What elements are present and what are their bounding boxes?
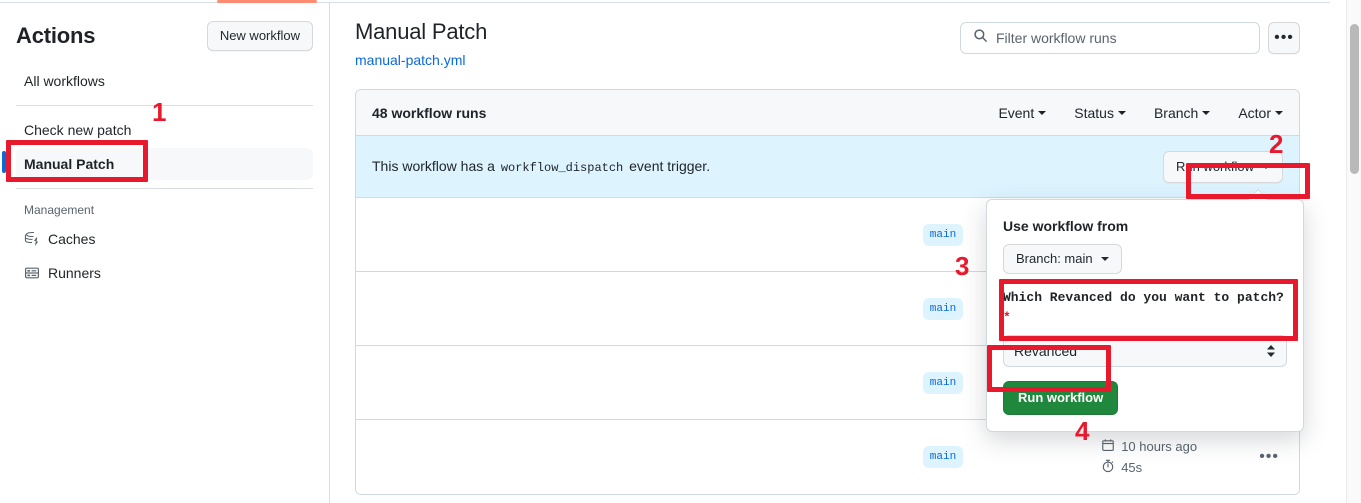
filter-label: Actor xyxy=(1238,104,1271,121)
run-branch-cell: main xyxy=(793,223,1093,246)
sidebar-item-label: Manual Patch xyxy=(24,156,115,172)
run-workflow-popover: Use workflow from Branch: main Which Rev… xyxy=(986,189,1304,432)
top-divider xyxy=(0,2,1330,3)
runners-icon xyxy=(24,265,40,281)
sidebar-item-all-workflows[interactable]: All workflows xyxy=(16,65,313,97)
page-title: Actions xyxy=(16,23,96,48)
revanced-select-value: Revanced xyxy=(1014,343,1078,359)
dispatch-banner-text: This workflow has a workflow_dispatch ev… xyxy=(372,158,710,175)
use-workflow-from-label: Use workflow from xyxy=(1003,218,1129,234)
search-icon xyxy=(973,28,988,48)
table-row[interactable]: main xyxy=(356,420,1299,494)
active-tab-indicator xyxy=(217,0,317,3)
runs-filter-group: Event Status Branch Actor xyxy=(998,105,1283,121)
revanced-select[interactable]: Revanced xyxy=(1003,335,1287,367)
branch-badge[interactable]: main xyxy=(922,371,964,394)
runs-toolbar: 48 workflow runs Event Status Branch xyxy=(356,90,1299,136)
chevron-down-icon xyxy=(1100,257,1109,261)
run-meta-cell: 10 hours ago xyxy=(1093,438,1283,476)
main-header: Manual Patch manual-patch.yml ••• xyxy=(355,3,1330,71)
run-branch-cell: main xyxy=(793,371,1093,394)
branch-badge[interactable]: main xyxy=(922,297,964,320)
filter-label: Event xyxy=(998,104,1035,121)
run-times: 10 hours ago xyxy=(1101,438,1241,476)
chevron-down-icon xyxy=(1038,110,1047,115)
row-more-options-button[interactable]: ••• xyxy=(1259,448,1279,465)
run-date: 10 hours ago xyxy=(1121,439,1198,454)
sidebar-item-label: Runners xyxy=(48,265,101,281)
sidebar-workflow-list: All workflows Check new patch Manual Pat… xyxy=(2,65,313,289)
run-duration-line: 45s xyxy=(1101,459,1142,476)
sidebar-item-label: All workflows xyxy=(24,73,105,89)
workflow-file-link[interactable]: manual-patch.yml xyxy=(355,52,466,68)
run-date-line: 10 hours ago xyxy=(1101,438,1197,455)
page-scrollbar-thumb[interactable] xyxy=(1350,24,1359,174)
sidebar-item-caches[interactable]: Caches xyxy=(16,223,313,255)
run-branch-cell: main xyxy=(793,446,1093,468)
workflow-input-label-text: Which Revanced do you want to patch? xyxy=(1003,290,1284,305)
kebab-icon: ••• xyxy=(1274,29,1294,46)
submit-run-workflow-button[interactable]: Run workflow xyxy=(1003,381,1119,415)
chevron-down-icon xyxy=(1262,164,1270,169)
chevron-down-icon xyxy=(1117,110,1126,115)
workflow-heading: Manual Patch manual-patch.yml xyxy=(355,17,487,71)
filter-status[interactable]: Status xyxy=(1074,105,1126,121)
sidebar: Actions New workflow All workflows Check… xyxy=(0,3,330,503)
page-scrollbar-track[interactable] xyxy=(1346,0,1361,503)
sidebar-item-check-new-patch[interactable]: Check new patch xyxy=(16,114,313,146)
workflow-runs-count: 48 workflow runs xyxy=(372,104,487,121)
run-branch-cell: main xyxy=(793,297,1093,320)
run-workflow-button-label: Run workflow xyxy=(1175,158,1254,174)
dispatch-event-code: workflow_dispatch xyxy=(500,161,624,175)
chevron-down-icon xyxy=(1202,110,1211,115)
sidebar-item-manual-patch[interactable]: Manual Patch xyxy=(2,148,313,180)
more-options-button[interactable]: ••• xyxy=(1268,22,1300,54)
sidebar-item-label: Check new patch xyxy=(24,122,132,138)
workflow-dispatch-banner: This workflow has a workflow_dispatch ev… xyxy=(356,136,1299,198)
cache-icon xyxy=(24,231,40,247)
sidebar-divider xyxy=(16,105,313,106)
filter-workflow-runs-box[interactable] xyxy=(960,22,1260,54)
filter-label: Branch xyxy=(1153,104,1199,121)
stopwatch-icon xyxy=(1101,459,1115,476)
sidebar-item-runners[interactable]: Runners xyxy=(16,257,313,289)
workflow-input-label: Which Revanced do you want to patch? * xyxy=(1003,288,1287,328)
sidebar-group-management: Management xyxy=(24,203,95,217)
search-input[interactable] xyxy=(996,30,1247,46)
chevron-down-icon xyxy=(1275,110,1283,115)
branch-badge[interactable]: main xyxy=(922,223,964,246)
filter-branch[interactable]: Branch xyxy=(1153,104,1211,121)
run-duration: 45s xyxy=(1121,460,1143,475)
required-marker: * xyxy=(1003,310,1011,325)
dispatch-text-before: This workflow has a xyxy=(372,158,495,174)
select-updown-icon xyxy=(1266,344,1276,358)
branch-select-label: Branch: main xyxy=(1016,251,1093,266)
new-workflow-button[interactable]: New workflow xyxy=(206,21,313,51)
run-workflow-dropdown-button[interactable]: Run workflow xyxy=(1162,150,1283,183)
workflow-title: Manual Patch xyxy=(355,19,488,44)
branch-badge[interactable]: main xyxy=(922,446,964,468)
filter-event[interactable]: Event xyxy=(998,104,1047,121)
filter-actor[interactable]: Actor xyxy=(1238,105,1283,121)
calendar-icon xyxy=(1101,438,1115,455)
sidebar-item-label: Caches xyxy=(48,231,96,247)
sidebar-divider xyxy=(16,188,313,189)
filter-label: Status xyxy=(1074,104,1114,121)
sidebar-header: Actions New workflow xyxy=(16,3,313,65)
branch-select-button[interactable]: Branch: main xyxy=(1003,244,1122,274)
dispatch-text-after: event trigger. xyxy=(629,158,711,174)
header-actions: ••• xyxy=(960,22,1300,54)
